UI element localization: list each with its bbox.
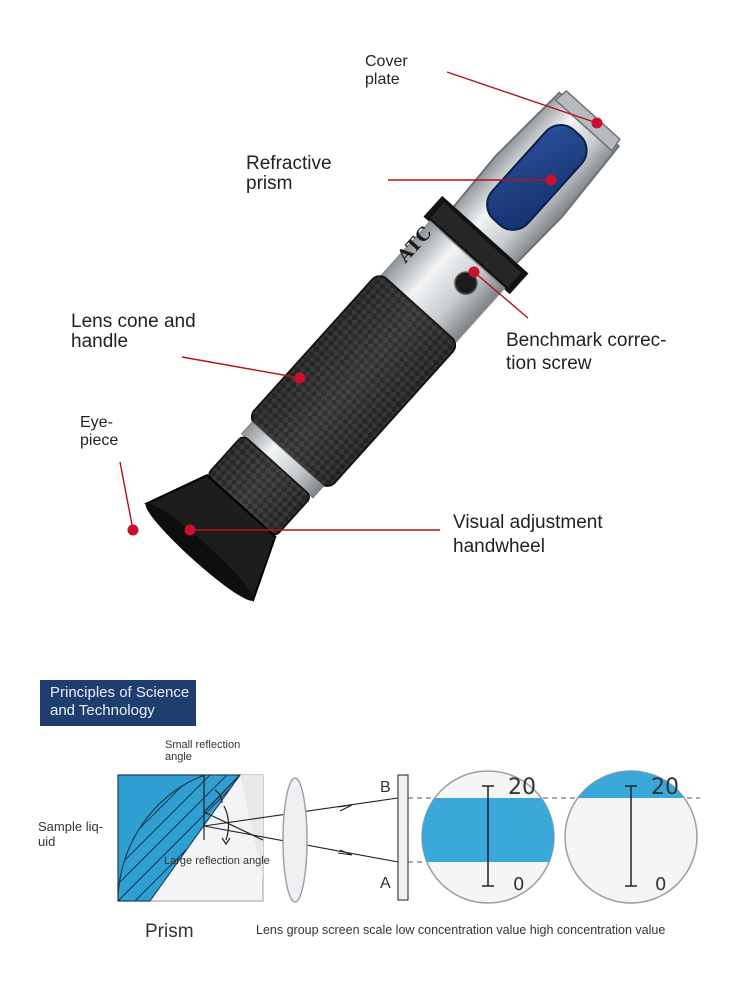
refractive-prism-window [486,124,588,231]
eyepiece [144,473,277,602]
principles-banner: Principles of Science and Technology [40,680,196,726]
screen-plate [397,774,409,901]
handwheel-label: Visual adjustment handwheel [453,512,603,557]
cover-plate-label: Cover plate [365,53,408,88]
eyepiece-label: Eye- piece [80,414,119,449]
high-scale-bottom: 0 [655,874,667,895]
prism-label: Prism [145,921,194,942]
lens-cone-label: Lens cone and handle [71,311,196,352]
high-scale-top: 20 [651,775,679,800]
large-angle-label: Large reflection angle [164,855,270,867]
callout-lines [119,71,598,531]
sample-liquid-label: Sample liq- uid [38,819,104,849]
callout-dots [127,117,603,536]
point-a-label: A [380,875,391,892]
low-scale-bottom: 0 [513,874,525,895]
diagram-caption: Lens group screen scale low concentratio… [256,923,666,937]
point-b-label: B [380,779,391,796]
refractometer-body: ATC [144,89,621,602]
refractometer-illustration: ATC [119,71,621,602]
small-angle-label: Small reflection angle [165,739,241,763]
benchmark-screw-label: Benchmark correc- tion screw [506,330,667,374]
scale-view-high [564,770,698,904]
lens-group [282,777,308,903]
low-scale-top: 20 [508,775,536,800]
scale-view-low [421,770,555,904]
refractive-prism-label: Refractive prism [246,153,332,194]
